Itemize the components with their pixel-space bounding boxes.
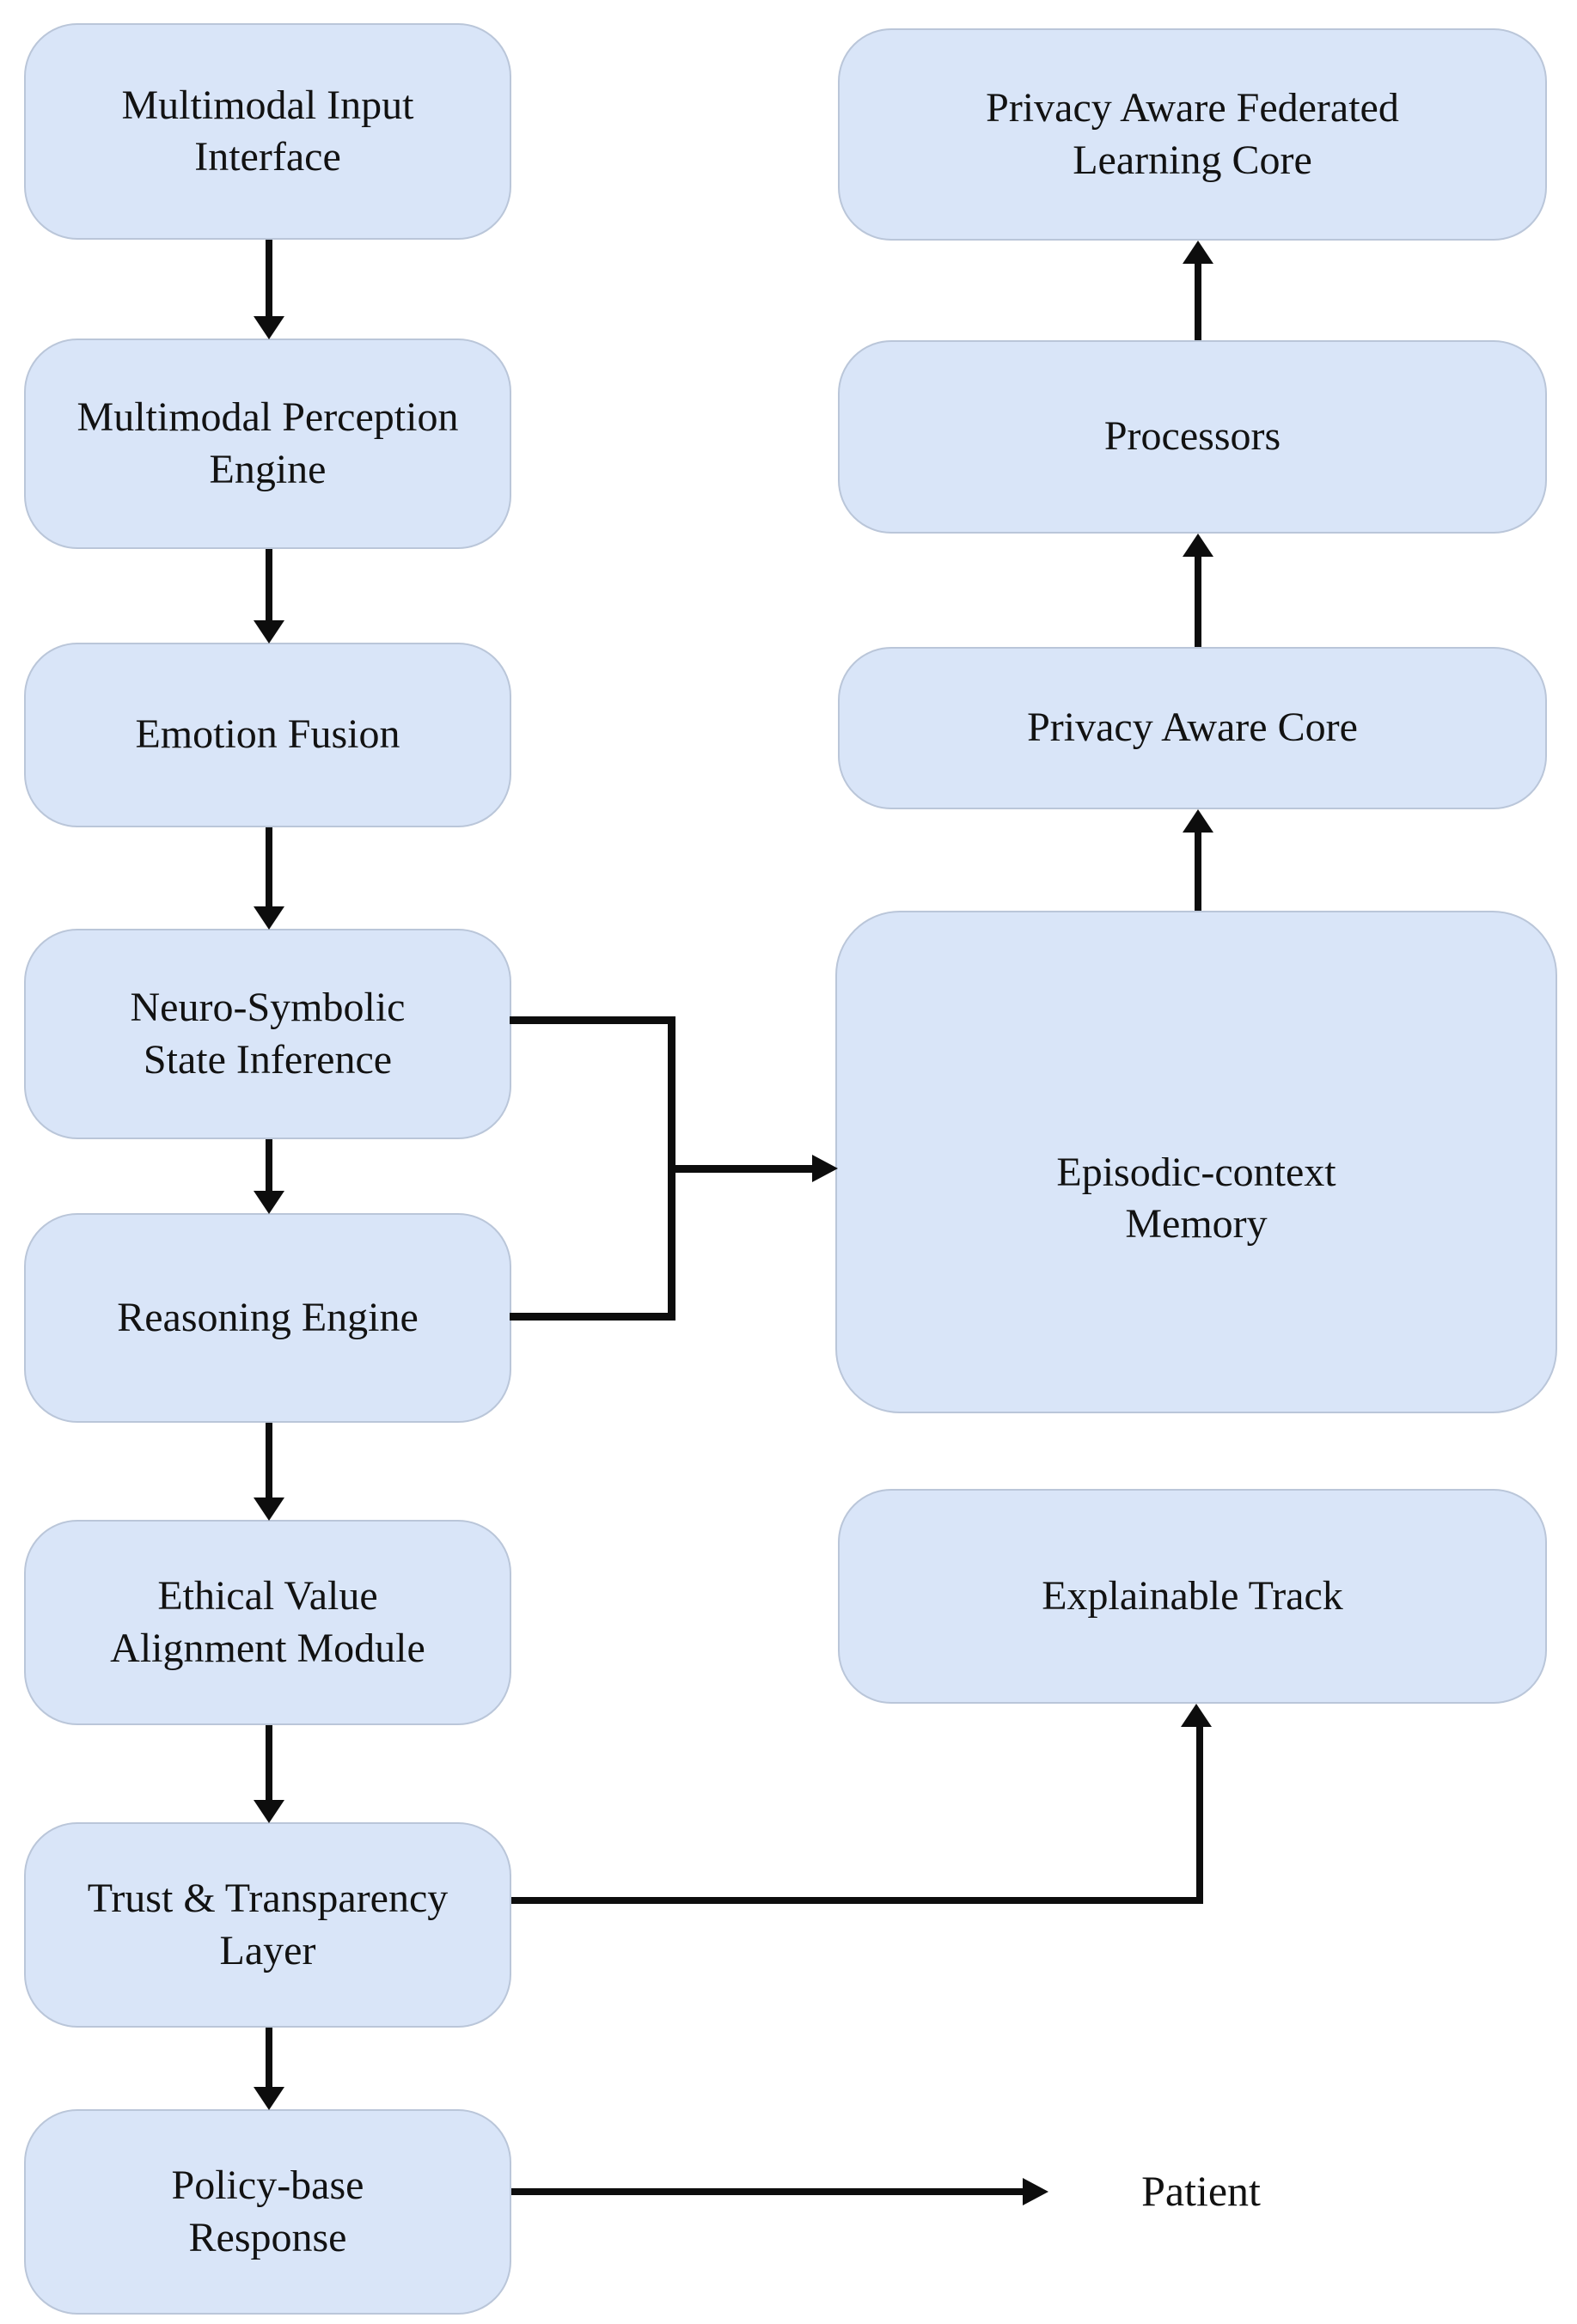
- arrow-reasoning-to-ethical-head: [254, 1497, 284, 1521]
- node-explainable-track: Explainable Track: [838, 1489, 1547, 1704]
- arrow-emotion-to-neurosymbolic-line: [266, 827, 272, 906]
- arrow-policy-to-patient-head: [1023, 2178, 1048, 2205]
- arrow-ethical-to-trust-line: [266, 1725, 272, 1800]
- node-patient-label: Patient: [1141, 2167, 1261, 2215]
- arrow-trust-to-explainable-head: [1181, 1704, 1212, 1727]
- node-multimodal-perception-engine: Multimodal Perception Engine: [24, 339, 511, 549]
- node-reasoning-engine: Reasoning Engine: [24, 1213, 511, 1423]
- merge-bracket-bottom-line: [510, 1313, 675, 1321]
- arrow-processors-to-faircore-line: [1195, 263, 1201, 340]
- node-policy-base-response: Policy-base Response: [24, 2109, 511, 2315]
- arrow-privacycore-to-processors-line: [1195, 556, 1201, 647]
- arrow-neurosymbolic-to-reasoning-line: [266, 1139, 272, 1191]
- node-emotion-fusion: Emotion Fusion: [24, 643, 511, 827]
- arrow-perception-to-emotion-line: [266, 549, 272, 620]
- arrow-perception-to-emotion-head: [254, 620, 284, 644]
- arrow-memory-to-privacycore-line: [1195, 832, 1201, 911]
- node-neuro-symbolic-state-inference: Neuro-Symbolic State Inference: [24, 929, 511, 1139]
- arrow-trust-to-policy-head: [254, 2087, 284, 2110]
- arrow-reasoning-to-ethical-line: [266, 1423, 272, 1497]
- arrow-privacycore-to-processors-head: [1183, 534, 1213, 557]
- node-privacy-aware-federated-learning-core: Privacy Aware Federated Learning Core: [838, 28, 1547, 241]
- arrow-memory-to-privacycore-head: [1183, 809, 1213, 833]
- node-processors: Processors: [838, 340, 1547, 534]
- arrow-input-to-perception-head: [254, 316, 284, 339]
- node-ethical-value-alignment-module: Ethical Value Alignment Module: [24, 1520, 511, 1725]
- arrow-merge-to-memory-head: [812, 1155, 838, 1182]
- arrow-ethical-to-trust-head: [254, 1800, 284, 1823]
- arrow-processors-to-faircore-head: [1183, 241, 1213, 264]
- node-multimodal-input-interface: Multimodal Input Interface: [24, 23, 511, 240]
- arrow-merge-to-memory-line: [668, 1165, 812, 1173]
- node-trust-transparency-layer: Trust & Transparency Layer: [24, 1822, 511, 2028]
- node-episodic-context-memory: Episodic-context Memory: [835, 911, 1557, 1413]
- merge-bracket-top-line: [510, 1016, 675, 1024]
- arrow-neurosymbolic-to-reasoning-head: [254, 1191, 284, 1214]
- arrow-trust-to-explainable-hline: [511, 1897, 1203, 1904]
- arrow-input-to-perception-line: [266, 240, 272, 316]
- arrow-trust-to-explainable-vline: [1196, 1726, 1203, 1904]
- node-privacy-aware-core: Privacy Aware Core: [838, 647, 1547, 809]
- arrow-emotion-to-neurosymbolic-head: [254, 906, 284, 930]
- arrow-trust-to-policy-line: [266, 2028, 272, 2087]
- arrow-policy-to-patient-line: [511, 2188, 1023, 2195]
